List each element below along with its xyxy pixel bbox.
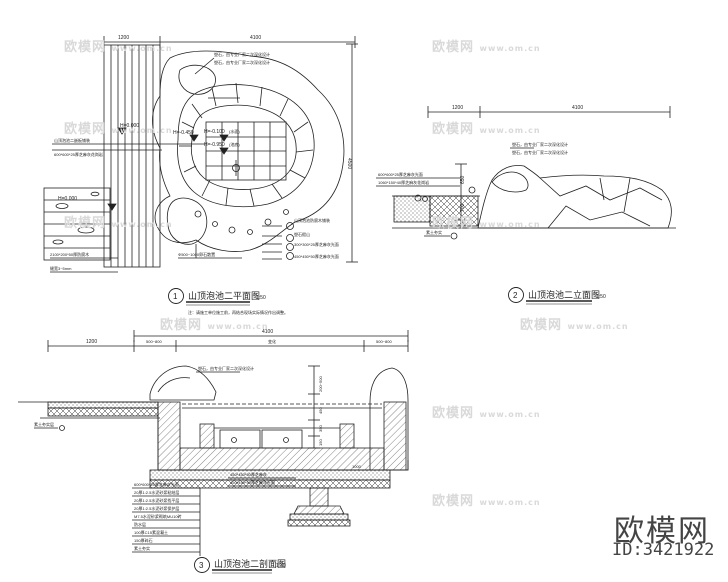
elev-label-l3: 素土夯实 (426, 229, 442, 235)
plan-label-rock-top: 塑石，由专业厂家二次深化设计 (214, 51, 270, 57)
section-layer-4: 20厚1:2.5水泥砂浆保护层 (134, 505, 179, 511)
watermark: 欧模网 www.om.cn (520, 318, 629, 333)
watermark: 欧模网 www.om.cn (64, 40, 173, 55)
watermark: 欧模网 www.om.cn (64, 216, 173, 231)
elevation-drawing (376, 106, 676, 305)
section-layer-7: 100厚C15素混凝土 (134, 529, 168, 535)
plan-dim-left: 1200 (118, 35, 129, 41)
section-label-l1: 素土夯实层 (34, 421, 54, 427)
section-dim-v2: 450 (318, 407, 323, 414)
elev-number: 2 (513, 291, 518, 300)
section-label-mid2: 450*450*50厚芝麻灰光面 (230, 479, 275, 485)
elev-dim-v1: 650 (460, 175, 466, 184)
elev-scale: 1:50 (596, 294, 606, 300)
section-dim-bottom: 1000 (352, 464, 362, 469)
brand-id: ID:3421922 (612, 540, 715, 560)
section-layer-3: 20厚1:2.5水泥砂浆找平层 (134, 497, 179, 503)
elev-dim-right: 4100 (572, 105, 583, 111)
plan-texts: 1200 4100 4500 H=0.000 H=0.000 H=-0.450 … (50, 35, 352, 315)
plan-label-deck: 山顶泡池二嵌板铺装 (54, 137, 90, 143)
plan-label-right-4: 450*450*50厚芝麻灰光面 (294, 253, 339, 259)
watermark: 欧模网 www.om.cn (160, 318, 269, 333)
plan-label-bl-2: 缝宽3~5mm (50, 265, 72, 271)
plan-number: 1 (173, 292, 178, 301)
brand-logo-text: 欧模网 (614, 514, 710, 549)
section-layer-6: 防水层 (134, 521, 146, 527)
section-scale: 1:30 (276, 563, 286, 569)
section-drawing (18, 330, 409, 574)
watermark: 欧模网 www.om.cn (432, 216, 541, 231)
section-label-rock: 塑石，由专业厂家二次深化设计 (198, 365, 254, 371)
section-dim-2: 500~800 (146, 339, 162, 344)
plan-label-bl-1: 2100*200*50厚防腐木 (50, 251, 89, 257)
plan-drawing (43, 36, 358, 306)
section-dim-total: 4100 (262, 329, 273, 335)
elev-label-rock-2: 塑石，由专业厂家二次深化设计 (512, 149, 568, 155)
elev-label-l1: 600*600*25厚芝麻灰光面 (378, 171, 423, 177)
elevation-texts: 1200 4100 650 700 150 塑石，由专业厂家二次深化设计 塑石，… (378, 105, 606, 300)
elev-dim-v2: 700 (460, 203, 466, 212)
plan-level-tag-2: (池底) (229, 141, 240, 147)
elev-title: 山顶泡池二立面图 (528, 289, 600, 300)
watermark: 欧模网 www.om.cn (432, 494, 541, 509)
watermark: 欧模网 www.om.cn (64, 122, 173, 137)
plan-level-1: H=0.000 (120, 123, 139, 129)
section-layer-2: 20厚1:2.5水泥砂浆粘结层 (134, 489, 179, 495)
elev-dim-left: 1200 (452, 105, 463, 111)
plan-level-4: H=-0.100 (204, 129, 225, 135)
section-dim-v4: 150 (318, 439, 323, 446)
watermark: 欧模网 www.om.cn (432, 406, 541, 421)
plan-scale: 1:50 (256, 295, 266, 301)
plan-dim-right: 4500 (346, 158, 352, 169)
section-layer-9: 素土夯实 (134, 545, 150, 551)
elev-label-rock: 塑石，由专业厂家二次深化设计 (512, 141, 568, 147)
plan-label-right-1: 山顶泡池防腐木铺装 (294, 217, 330, 223)
section-layer-5: M7.5水泥砂浆砌筑MU10砖 (134, 513, 182, 519)
elev-label-l2: 1060*150*40厚芝麻灰花岗岩 (378, 179, 429, 185)
section-dim-3: 500~800 (376, 339, 392, 344)
section-layer-1: 600*600*25厚芝麻灰光面 (134, 481, 179, 487)
plan-title: 山顶泡池二平面图 (188, 290, 260, 301)
watermark: 欧模网 www.om.cn (432, 40, 541, 55)
section-number: 3 (199, 561, 204, 570)
section-label-mid1: 450*450*50厚芝麻灰 (230, 471, 267, 477)
plan-label-rock-mid: 塑石，由专业厂家二次深化设计 (214, 59, 270, 65)
plan-label-bottom-mid: Φ500~1000卵石散置 (178, 251, 215, 257)
plan-level-5: H=-0.950 (204, 142, 225, 148)
plan-level-3: H=-0.450 (173, 130, 194, 136)
section-dim-mid: 变化 (268, 338, 276, 344)
watermark: 欧模网 www.om.cn (432, 122, 541, 137)
elev-dim-v3: 150 (460, 220, 465, 227)
plan-label-right-3: 300*300*25厚芝麻灰光面 (294, 241, 339, 247)
section-dim-v3: 350 (318, 425, 323, 432)
plan-level-tag-1: (水面) (229, 128, 240, 134)
section-texts: 4100 1200 500~800 变化 500~800 200~500 450… (34, 329, 392, 570)
section-title: 山顶泡池二剖面图 (214, 558, 286, 569)
plan-note: 注：请施工单位施工前，再结合现场实际情况作出调整。 (188, 309, 288, 315)
plan-label-right-2: 塑石假山 (294, 231, 310, 237)
plan-level-2: H=0.000 (58, 196, 77, 202)
section-dim-1: 1200 (86, 339, 97, 345)
plan-dim-total: 4100 (250, 35, 261, 41)
section-dim-v1: 200~500 (318, 376, 323, 392)
plan-label-edge: 600*600*25厚芝麻灰花岗岩 (54, 151, 103, 157)
section-layer-8: 150厚碎石 (134, 537, 153, 543)
